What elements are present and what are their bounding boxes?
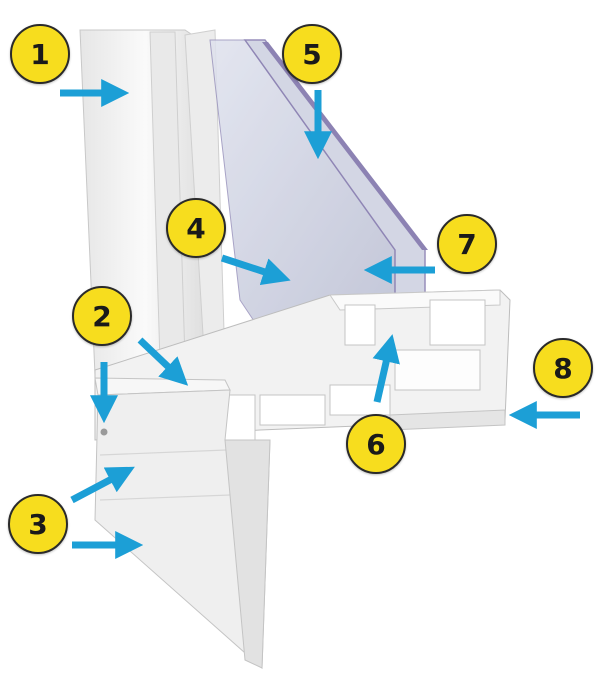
callout-2: 2: [72, 286, 132, 346]
pointer-arrows: [60, 79, 580, 559]
callout-8: 8: [533, 338, 593, 398]
callout-4: 4: [166, 198, 226, 258]
arrow-2-right: [137, 337, 189, 386]
glass-panes: [209, 39, 428, 331]
callout-7: 7: [437, 214, 497, 274]
callout-5: 5: [282, 24, 342, 84]
callout-6: 6: [346, 414, 406, 474]
callout-1: 1: [10, 24, 70, 84]
front-cladding: [94, 377, 271, 670]
callout-3: 3: [8, 494, 68, 554]
arrow-6: [372, 334, 400, 403]
arrow-4: [220, 254, 291, 286]
arrow-3-upper: [70, 466, 135, 504]
